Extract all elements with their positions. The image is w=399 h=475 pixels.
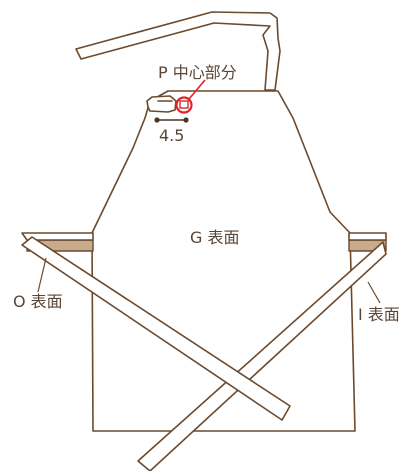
i-surface-label: I 表面 bbox=[358, 305, 399, 324]
center-marker bbox=[175, 79, 206, 114]
measurement-indicator bbox=[154, 117, 189, 123]
measurement-label: 4.5 bbox=[159, 126, 184, 145]
p-center-label: P 中心部分 bbox=[158, 63, 237, 82]
waist-strap-o bbox=[21, 236, 291, 421]
hanging-loop bbox=[146, 95, 177, 113]
apron-body bbox=[91, 90, 356, 432]
o-surface-label: O 表面 bbox=[13, 292, 63, 311]
right-side-tab bbox=[348, 232, 387, 241]
g-surface-label: G 表面 bbox=[190, 228, 240, 247]
i-label-leader bbox=[367, 281, 381, 304]
left-side-tab bbox=[21, 232, 94, 241]
neck-strap bbox=[75, 11, 281, 91]
center-marker-leader bbox=[188, 79, 206, 100]
o-label-leader bbox=[37, 257, 47, 293]
